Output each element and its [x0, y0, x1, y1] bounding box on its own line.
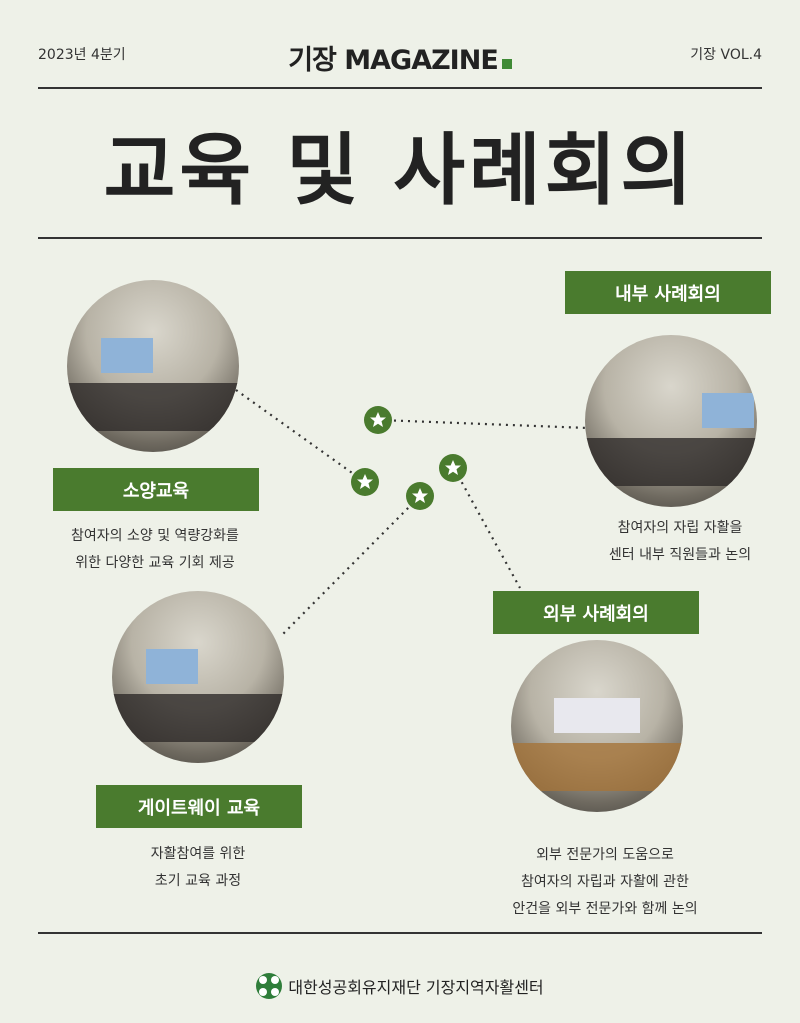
page-title: 교육 및 사례회의	[103, 126, 697, 216]
connector-line	[379, 418, 589, 430]
issue-label: 2023년 4분기	[38, 47, 126, 63]
logo-square	[501, 59, 512, 69]
volume-label: 기장 VOL.4	[690, 47, 762, 63]
organization-name: 대한성공회유지재단 기장지역자활센터	[288, 978, 544, 997]
gateway-photo	[112, 591, 284, 763]
connector-line	[454, 469, 521, 589]
internal-meeting-photo	[585, 335, 757, 507]
section-label: 외부 사례회의	[493, 591, 699, 634]
footer: 대한성공회유지재단 기장지역자활센터	[0, 973, 800, 999]
magazine-title: 기장 MAGAZINE	[0, 38, 800, 77]
divider	[38, 237, 762, 239]
star-markers	[351, 406, 467, 510]
connector-line	[279, 497, 419, 638]
magazine-name: 기장 MAGAZINE	[288, 45, 499, 76]
star-icon	[439, 454, 467, 482]
star-icon	[364, 406, 392, 434]
section-label: 소양교육	[53, 468, 259, 511]
section-label: 내부 사례회의	[565, 271, 771, 314]
external-meeting-photo	[511, 640, 683, 812]
star-icon	[351, 468, 379, 496]
section-label: 게이트웨이 교육	[96, 785, 302, 828]
education-photo	[67, 280, 239, 452]
star-icon	[406, 482, 434, 510]
divider	[38, 932, 762, 934]
divider	[38, 87, 762, 89]
connector-line	[235, 389, 363, 481]
organization-logo-icon	[256, 973, 283, 999]
